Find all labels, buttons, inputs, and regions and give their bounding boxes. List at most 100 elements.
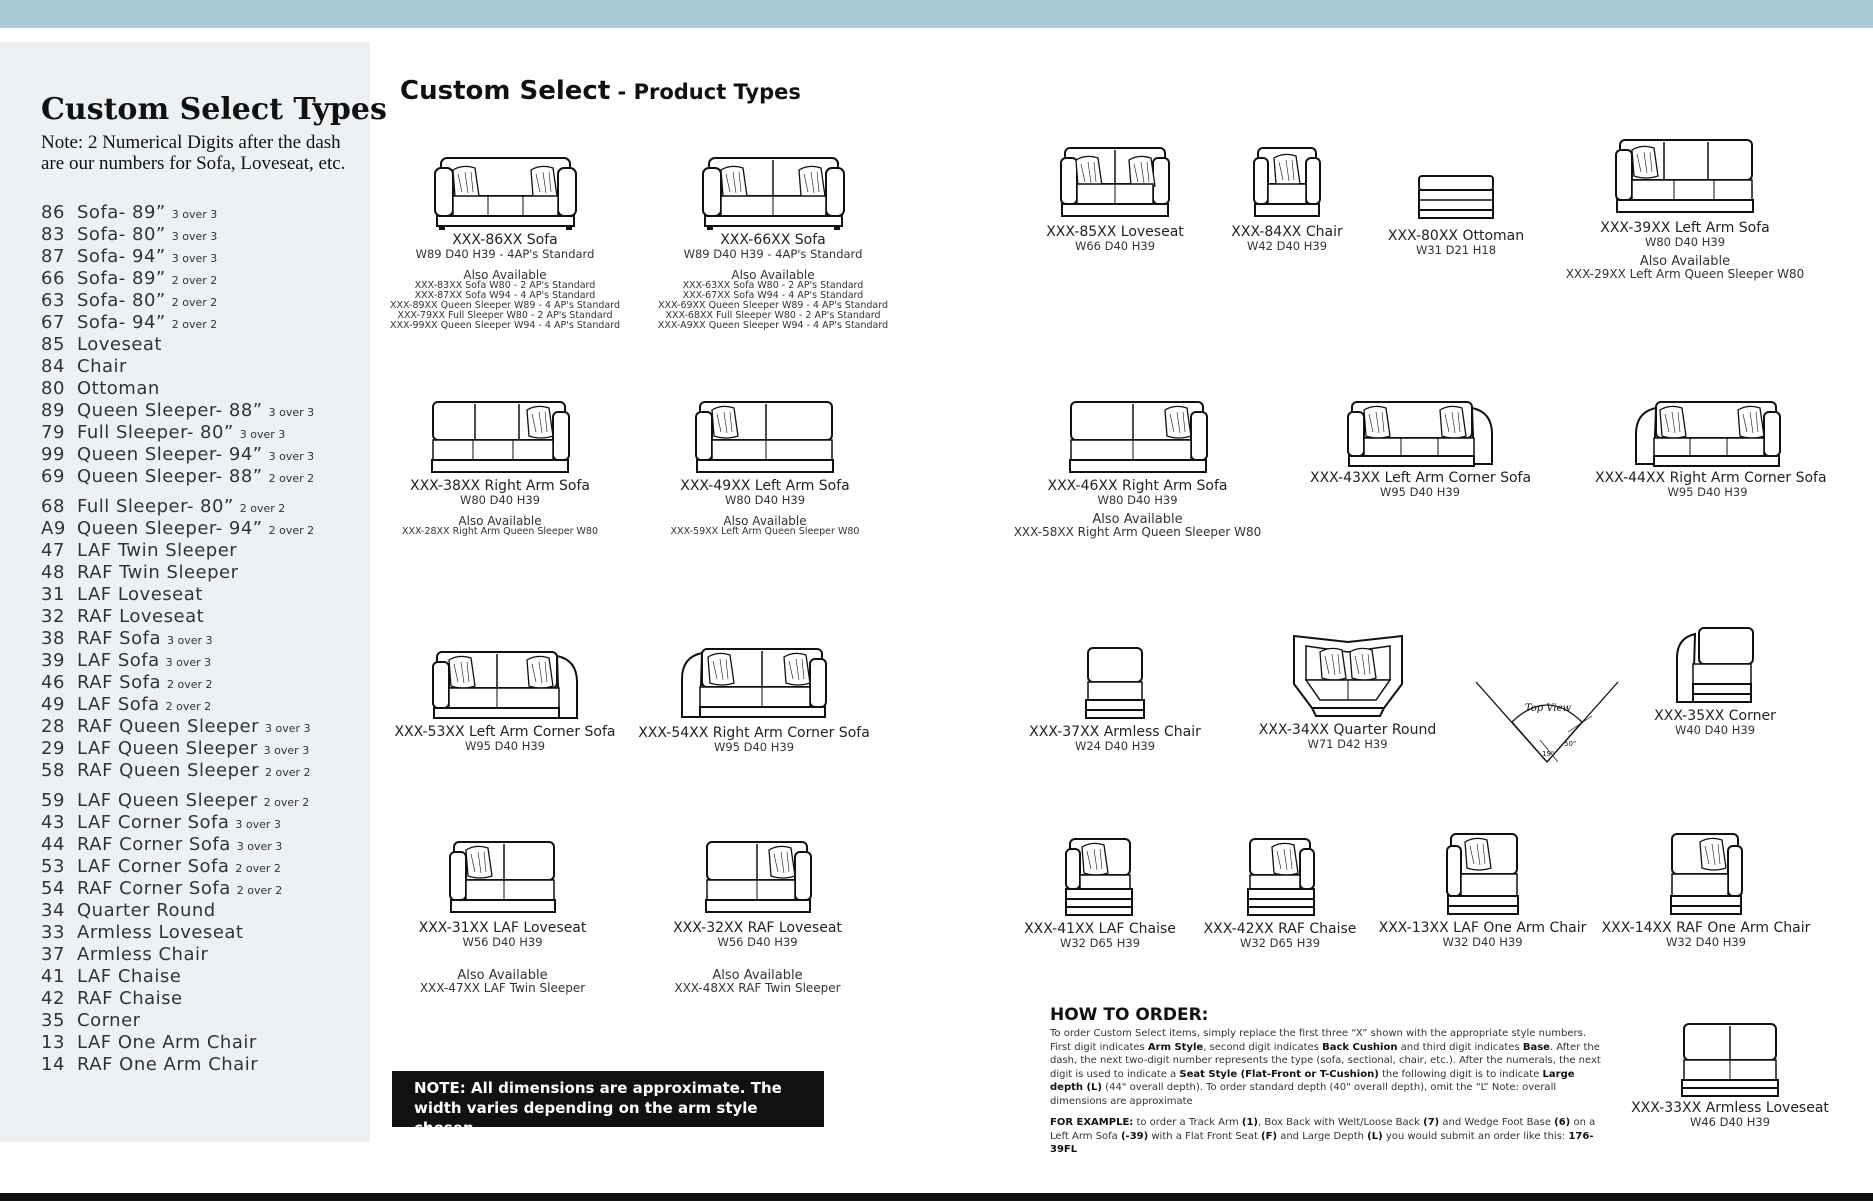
type-label: LAF Chaise (77, 966, 182, 987)
top-view-wedge-icon: Top View 19" 50" (1475, 681, 1619, 763)
how-to-order-example: FOR EXAMPLE: to order a Track Arm (1), B… (1050, 1116, 1610, 1157)
howto-bold: Seat Style (Flat-Front or T-Cushion) (1179, 1068, 1379, 1080)
also-available-item: XXX-68XX Full Sleeper W80 - 2 AP's Stand… (665, 310, 881, 321)
type-label: RAF Loveseat (77, 606, 205, 627)
type-label: Sofa- 89” (77, 268, 166, 289)
howto-text: on a Left Arm Sofa (1050, 1117, 1596, 1142)
type-label: Sofa- 80” (77, 290, 166, 311)
type-code: 54 (41, 878, 65, 899)
product-43xx-left-arm-corner-sofa: XXX-43XX Left Arm Corner Sofa W95 D40 H3… (1310, 398, 1531, 499)
product-dimensions: W80 D40 H39 (459, 493, 541, 507)
top-view-dim-2: 50" (1564, 740, 1576, 748)
right-arm-sofa-icon (431, 401, 570, 473)
product-54xx-right-arm-corner-sofa: XXX-54XX Right Arm Corner Sofa W95 D40 H… (638, 645, 870, 754)
left-arm-sofa-icon (1615, 139, 1754, 213)
type-code: 39 (41, 650, 65, 671)
loveseat-icon (1060, 147, 1170, 217)
page-title: Custom Select - Product Types (400, 76, 801, 106)
type-suffix: 2 over 2 (171, 274, 218, 287)
type-suffix: 3 over 3 (171, 208, 218, 221)
how-to-order-title: HOW TO ORDER: (1050, 1005, 1209, 1025)
type-suffix: 2 over 2 (171, 296, 218, 309)
sidebar (0, 42, 370, 1142)
type-label: RAF Corner Sofa (77, 834, 231, 855)
product-name: XXX-41XX LAF Chaise (1024, 921, 1176, 937)
product-dimensions: W89 D40 H39 - 4AP's Standard (683, 247, 863, 261)
type-code: 85 (41, 334, 65, 355)
type-code: 28 (41, 716, 65, 737)
type-suffix: 2 over 2 (265, 766, 311, 779)
howto-text: , second digit indicates (1203, 1041, 1323, 1053)
top-view-label: Top View (1525, 703, 1572, 714)
type-suffix: 2 over 2 (268, 472, 315, 485)
type-suffix: 3 over 3 (166, 634, 213, 647)
also-available-title: Also Available (458, 514, 542, 528)
also-available-item: XXX-48XX RAF Twin Sleeper (674, 981, 841, 995)
how-to-order-text: To order Custom Select items, simply rep… (1050, 1027, 1610, 1108)
type-code: A9 (41, 518, 66, 539)
raf-one-arm-chair-icon (1670, 833, 1743, 915)
type-label: Armless Chair (77, 944, 209, 965)
product-name: XXX-46XX Right Arm Sofa (1047, 478, 1228, 494)
product-dimensions: W95 D40 H39 (713, 740, 795, 754)
product-dimensions: W56 D40 H39 (462, 935, 543, 949)
page-title-main: Custom Select (400, 76, 611, 106)
type-code: 63 (41, 290, 65, 311)
dimensions-note-box: NOTE: All dimensions are approximate. Th… (392, 1071, 824, 1137)
product-name: XXX-37XX Armless Chair (1029, 724, 1201, 740)
type-list-item: 63 Sofa- 80” 2 over 2 (41, 290, 314, 312)
type-suffix: 3 over 3 (268, 450, 315, 463)
type-label: LAF Queen Sleeper (77, 738, 258, 759)
product-name: XXX-80XX Ottoman (1387, 228, 1525, 244)
type-label: LAF Loveseat (77, 584, 203, 605)
howto-text: with a Flat Front Seat (1148, 1130, 1262, 1142)
type-label: RAF Chaise (77, 988, 183, 1009)
also-available-item: XXX-79XX Full Sleeper W80 - 2 AP's Stand… (397, 310, 613, 321)
also-available-item: XXX-69XX Queen Sleeper W89 - 4 AP's Stan… (657, 300, 889, 311)
top-view-dim-1: 19" (1542, 750, 1554, 758)
product-86xx-sofa: XXX-86XX Sofa W89 D40 H39 - 4AP's Standa… (385, 152, 625, 331)
type-code: 86 (41, 202, 65, 223)
product-name: XXX-85XX Loveseat (1046, 224, 1184, 240)
armless-loveseat-icon (1681, 1023, 1779, 1097)
product-dimensions: W31 D21 H18 (1415, 243, 1497, 257)
type-label: Sofa- 94” (77, 246, 166, 267)
howto-text: and Large Depth (1277, 1130, 1368, 1142)
howto-bold: (F) (1261, 1130, 1278, 1142)
type-label: Queen Sleeper- 94” (77, 444, 263, 465)
product-dimensions: W95 D40 H39 (1667, 485, 1748, 499)
how-to-order: HOW TO ORDER: To order Custom Select ite… (1050, 1005, 1610, 1157)
howto-text: To order Custom Select items, simply rep… (1050, 1028, 1587, 1053)
howto-text: . After the dash, the next two-digit num… (1050, 1041, 1601, 1080)
type-label: Sofa- 94” (77, 312, 166, 333)
type-label: LAF Sofa (77, 650, 160, 671)
also-available-title: Also Available (731, 268, 815, 282)
also-available-item: XXX-63XX Sofa W80 - 2 AP's Standard (682, 280, 864, 291)
type-code: 34 (41, 900, 65, 921)
product-dimensions: W66 D40 H39 (1074, 239, 1156, 253)
product-44xx-right-arm-corner-sofa: XXX-44XX Right Arm Corner Sofa W95 D40 H… (1595, 398, 1827, 499)
product-name: XXX-44XX Right Arm Corner Sofa (1595, 470, 1827, 486)
product-dimensions: W71 D42 H39 (1307, 737, 1388, 751)
howto-text: and third digit indicates (1397, 1041, 1523, 1053)
left-arm-sofa-icon (695, 401, 834, 473)
type-code: 29 (41, 738, 65, 759)
type-list-item: 39 LAF Sofa 3 over 3 (41, 650, 314, 672)
product-80xx-ottoman: XXX-80XX Ottoman W31 D21 H18 (1384, 170, 1528, 257)
type-code: 69 (41, 466, 65, 487)
also-available-title: Also Available (712, 968, 803, 983)
type-suffix: 3 over 3 (165, 656, 212, 669)
